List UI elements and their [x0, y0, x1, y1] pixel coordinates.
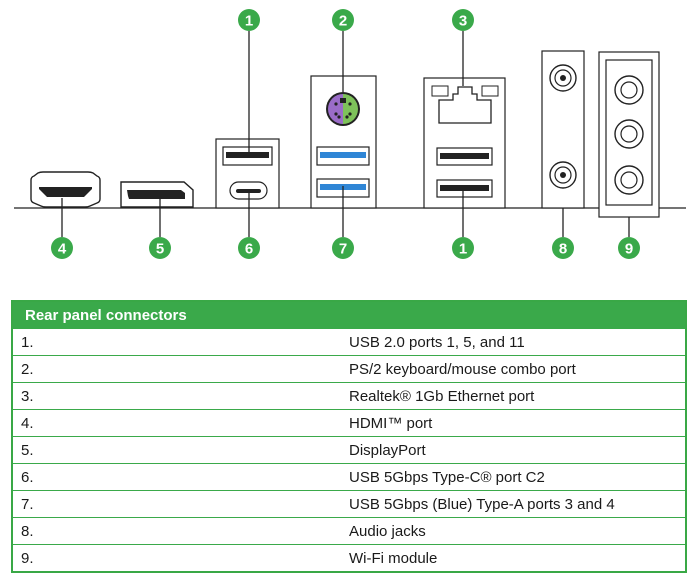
- table-row: 2. PS/2 keyboard/mouse combo port: [12, 355, 686, 383]
- row-number: 3.: [12, 382, 349, 410]
- row-number: 1.: [12, 328, 349, 356]
- svg-text:1: 1: [245, 13, 253, 30]
- displayport-port: [120, 181, 194, 208]
- table-row: 1. USB 2.0 ports 1, 5, and 11: [12, 328, 686, 356]
- rear-panel-diagram: 1 2 3 4 5 6 7 1 8 9: [14, 9, 686, 259]
- row-description: USB 5Gbps Type-C® port C2: [349, 463, 686, 491]
- row-description: Audio jacks: [349, 517, 686, 545]
- row-description: PS/2 keyboard/mouse combo port: [349, 355, 686, 383]
- callout-usb-typea-blue: 7: [332, 237, 354, 259]
- svg-text:9: 9: [625, 241, 633, 258]
- row-description: Wi-Fi module: [349, 544, 686, 572]
- table-row: 5. DisplayPort: [12, 436, 686, 464]
- row-number: 6.: [12, 463, 349, 491]
- usb2-typec-stack: [215, 138, 280, 209]
- table-row: 3. Realtek® 1Gb Ethernet port: [12, 382, 686, 410]
- row-description: DisplayPort: [349, 436, 686, 464]
- row-description: Realtek® 1Gb Ethernet port: [349, 382, 686, 410]
- row-number: 2.: [12, 355, 349, 383]
- rear-panel-connectors-table: Rear panel connectors 1. USB 2.0 ports 1…: [11, 300, 687, 573]
- svg-text:4: 4: [58, 241, 67, 258]
- callout-usb2-bottom: 1: [452, 237, 474, 259]
- callout-ps2: 2: [332, 9, 354, 31]
- ethernet-usb2-stack: [423, 77, 506, 209]
- table-row: 8. Audio jacks: [12, 517, 686, 545]
- callout-ethernet: 3: [452, 9, 474, 31]
- callout-hdmi: 4: [51, 237, 73, 259]
- svg-text:5: 5: [156, 241, 164, 258]
- callout-displayport: 5: [149, 237, 171, 259]
- table-row: 9. Wi-Fi module: [12, 544, 686, 572]
- callout-audio: 8: [552, 237, 574, 259]
- table-row: 7. USB 5Gbps (Blue) Type-A ports 3 and 4: [12, 490, 686, 518]
- row-number: 5.: [12, 436, 349, 464]
- svg-text:1: 1: [459, 241, 467, 258]
- row-number: 4.: [12, 409, 349, 437]
- row-number: 8.: [12, 517, 349, 545]
- svg-text:8: 8: [559, 241, 567, 258]
- row-description: HDMI™ port: [349, 409, 686, 437]
- table-header: Rear panel connectors: [12, 301, 686, 329]
- row-description: USB 2.0 ports 1, 5, and 11: [349, 328, 686, 356]
- row-number: 9.: [12, 544, 349, 572]
- table-header-row: Rear panel connectors: [12, 301, 686, 329]
- wifi-audio-stack: [598, 51, 660, 218]
- svg-text:6: 6: [245, 241, 253, 258]
- svg-text:7: 7: [339, 241, 347, 258]
- row-description: USB 5Gbps (Blue) Type-A ports 3 and 4: [349, 490, 686, 518]
- table-row: 4. HDMI™ port: [12, 409, 686, 437]
- leader-lines: [61, 31, 630, 237]
- row-number: 7.: [12, 490, 349, 518]
- svg-text:3: 3: [459, 13, 467, 30]
- audio-jack-module: [541, 50, 585, 209]
- svg-text:2: 2: [339, 13, 347, 30]
- callout-wifi: 9: [618, 237, 640, 259]
- callout-usb-typec: 6: [238, 237, 260, 259]
- hdmi-port: [30, 171, 101, 208]
- callout-usb2-top: 1: [238, 9, 260, 31]
- table-row: 6. USB 5Gbps Type-C® port C2: [12, 463, 686, 491]
- ethernet-port: [438, 86, 492, 124]
